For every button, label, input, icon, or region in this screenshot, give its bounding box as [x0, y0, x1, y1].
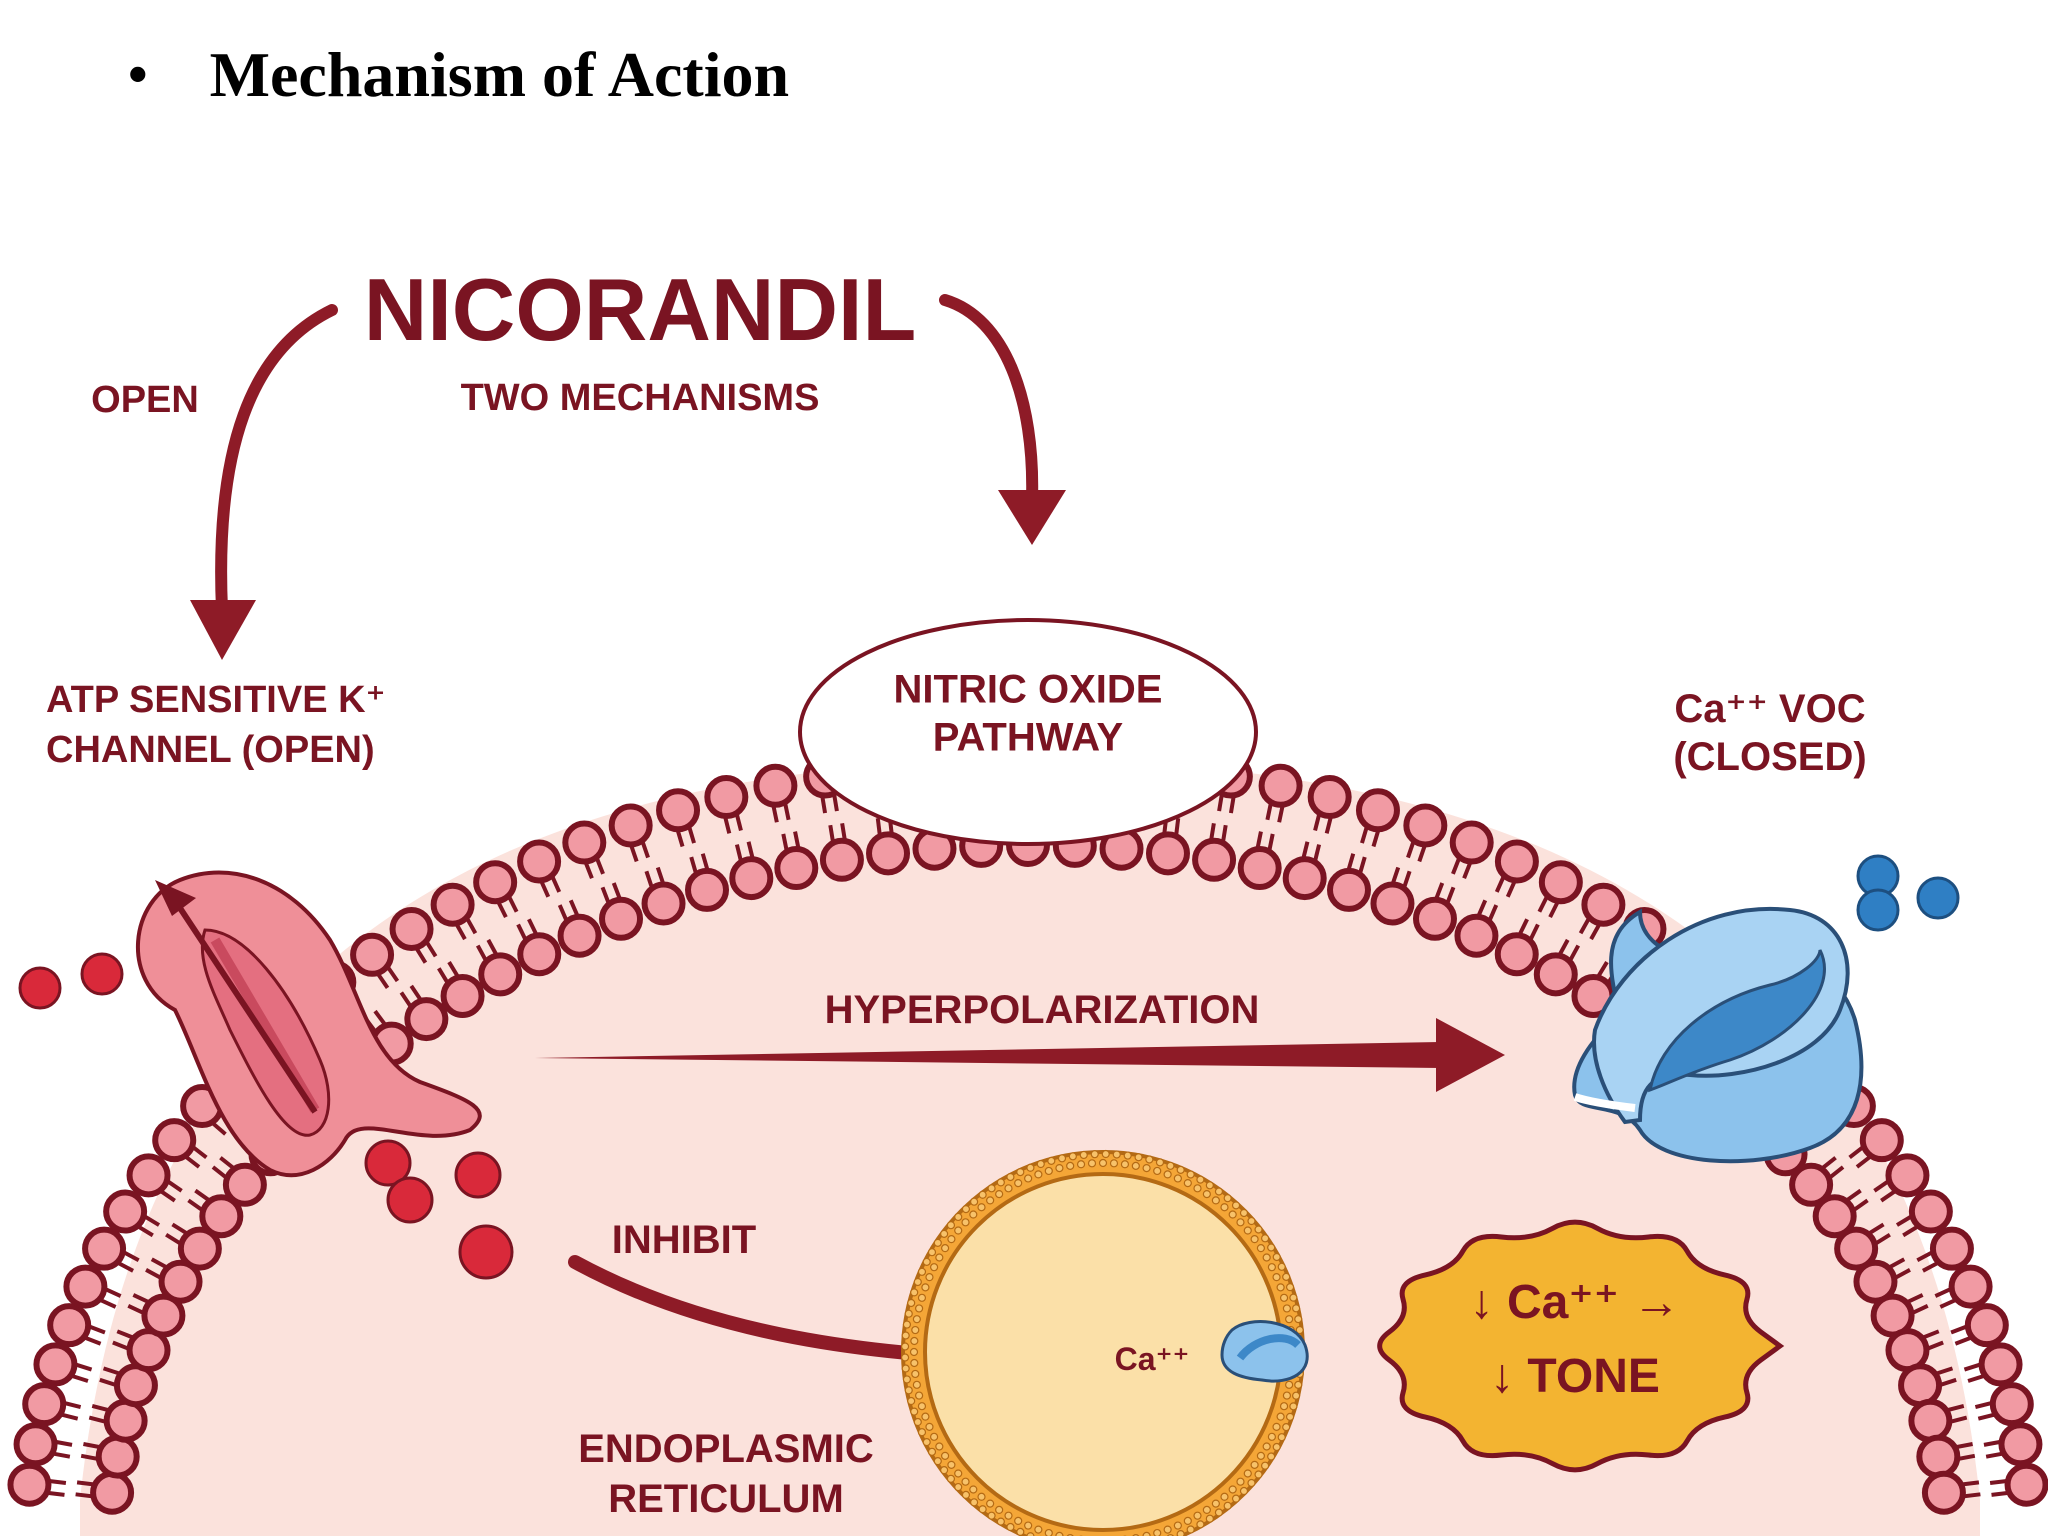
label-open: OPEN — [91, 379, 199, 421]
slide-title-text: Mechanism of Action — [209, 39, 790, 110]
hyperpolarization-label: HYPERPOLARIZATION — [825, 988, 1260, 1032]
arrow-to-no-pathway — [939, 294, 1066, 545]
drug-name: NICORANDIL — [364, 260, 916, 359]
ca-ions-outside — [1856, 854, 1960, 932]
atp-sensitive-k-channel — [135, 870, 482, 1178]
label-two-mechanisms: TWO MECHANISMS — [461, 377, 820, 419]
atp-channel-label-line2: CHANNEL (OPEN) — [46, 729, 375, 771]
hyperpolarization-arrow — [535, 1018, 1505, 1092]
arrow-to-k-channel — [190, 304, 338, 660]
tone-label-line2: ↓ TONE — [1490, 1350, 1660, 1403]
slide-title: • Mechanism of Action — [128, 38, 789, 112]
er-calcium-label: Ca⁺⁺ — [1115, 1341, 1190, 1377]
k-ions-outside — [18, 952, 124, 1010]
er-label-line1: ENDOPLASMIC — [578, 1427, 874, 1471]
voc-label-line2: (CLOSED) — [1673, 735, 1866, 779]
no-pathway-label-line2: PATHWAY — [933, 716, 1124, 760]
ca-voc-channel — [1572, 906, 1864, 1164]
nitric-oxide-pathway: NITRIC OXIDE PATHWAY — [798, 618, 1258, 846]
bullet-icon: • — [128, 44, 148, 106]
voc-label-line1: Ca⁺⁺ VOC — [1674, 687, 1865, 731]
er-label-line2: RETICULUM — [608, 1477, 844, 1521]
k-ions-inside — [364, 1139, 514, 1280]
inhibit-label: INHIBIT — [612, 1218, 756, 1262]
er-calcium-channel — [1220, 1320, 1309, 1383]
tone-label-line1: ↓ Ca⁺⁺ → — [1470, 1276, 1681, 1329]
no-pathway-label-line1: NITRIC OXIDE — [894, 668, 1163, 712]
endoplasmic-reticulum: Ca⁺⁺ — [900, 1149, 1309, 1536]
tone-reduction-badge: ↓ Ca⁺⁺ → ↓ TONE — [1377, 1219, 1785, 1473]
er-membrane-beads — [900, 1149, 1306, 1536]
atp-channel-label-line1: ATP SENSITIVE K⁺ — [46, 679, 386, 721]
